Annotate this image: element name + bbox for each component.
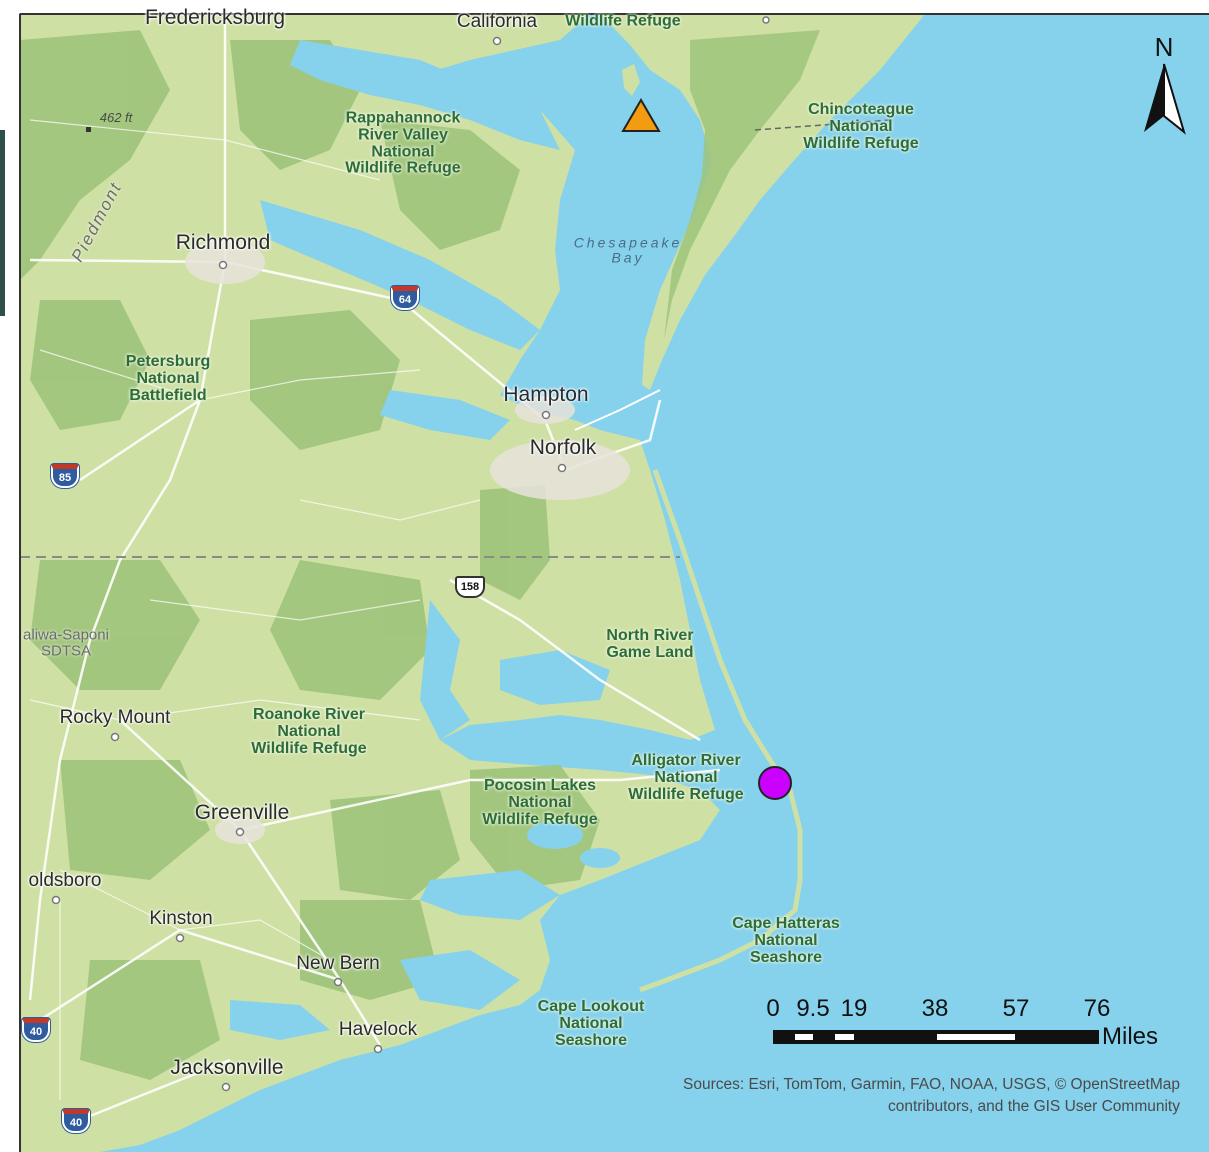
label-chesapeake-bay: Chesapeake Bay bbox=[573, 234, 683, 265]
rivers bbox=[230, 40, 610, 1040]
page-margin-top bbox=[0, 0, 1209, 13]
left-edge-strip bbox=[0, 130, 5, 316]
label-greenville: Greenville bbox=[194, 800, 290, 824]
delmarva-peninsula bbox=[600, 14, 925, 390]
north-arrow-letter: N bbox=[1154, 32, 1174, 62]
label-north-river: North River Game Land bbox=[606, 627, 694, 661]
label-pocosin: Pocosin Lakes National Wildlife Refuge bbox=[482, 776, 598, 828]
label-cape-hatteras: Cape Hatteras National Seashore bbox=[732, 914, 840, 966]
label-rappahannock: Rappahannock River Valley National Wildl… bbox=[345, 109, 461, 177]
attribution: Sources: Esri, TomTom, Garmin, FAO, NOAA… bbox=[640, 1074, 1180, 1119]
label-california: California bbox=[456, 11, 538, 33]
minor-roads bbox=[29, 119, 481, 1100]
label-jacksonville: Jacksonville bbox=[170, 1055, 284, 1079]
us-158-shield: 158 bbox=[455, 576, 485, 598]
interstate-85-shield: 85 bbox=[51, 464, 79, 488]
scale-tick-9-5: 9.5 bbox=[796, 995, 830, 1022]
elevation-point bbox=[86, 127, 91, 132]
label-wildlife-refuge-top: Wildlife Refuge bbox=[565, 12, 681, 30]
scale-tick-38: 38 bbox=[921, 995, 949, 1022]
label-norfolk: Norfolk bbox=[529, 435, 597, 459]
scale-bar: 0 9.5 19 38 57 76 Miles bbox=[766, 995, 1170, 1055]
bay-island bbox=[622, 64, 640, 96]
label-haliwa-saponi: aliwa-Saponi SDTSA bbox=[23, 626, 109, 659]
label-cape-lookout: Cape Lookout National Seashore bbox=[537, 997, 645, 1049]
scale-tick-0: 0 bbox=[766, 995, 780, 1022]
city-dots bbox=[51, 16, 770, 1092]
interstate-40-shield-west: 40 bbox=[22, 1018, 50, 1042]
scale-tick-19: 19 bbox=[840, 995, 868, 1022]
forest-areas bbox=[20, 30, 600, 1080]
outer-banks bbox=[639, 469, 803, 993]
circle-marker[interactable] bbox=[758, 766, 792, 800]
delmarva-forest bbox=[664, 30, 820, 340]
attribution-line-1: Sources: Esri, TomTom, Garmin, FAO, NOAA… bbox=[683, 1076, 1180, 1093]
roads bbox=[28, 20, 721, 1122]
label-goldsboro: oldsboro bbox=[28, 870, 102, 892]
label-elevation: 462 ft bbox=[99, 110, 133, 126]
triangle-marker[interactable] bbox=[621, 98, 661, 132]
label-richmond: Richmond bbox=[175, 230, 271, 254]
interstate-40-shield-south: 40 bbox=[62, 1109, 90, 1133]
north-arrow-icon bbox=[1144, 63, 1186, 135]
scale-bar-graphic bbox=[773, 1030, 1099, 1044]
interstate-64-shield: 64 bbox=[391, 286, 419, 310]
lakes bbox=[527, 821, 620, 868]
bridge-tunnel bbox=[574, 389, 661, 431]
attribution-line-2: contributors, and the GIS User Community bbox=[887, 1098, 1180, 1116]
label-kinston: Kinston bbox=[149, 908, 213, 930]
scale-unit-label: Miles bbox=[1102, 1023, 1159, 1050]
label-fredericksburg: Fredericksburg bbox=[144, 5, 286, 29]
label-havelock: Havelock bbox=[338, 1019, 418, 1041]
scale-tick-57: 57 bbox=[1002, 995, 1030, 1022]
label-alligator: Alligator River National Wildlife Refuge bbox=[628, 751, 744, 803]
label-roanoke: Roanoke River National Wildlife Refuge bbox=[251, 705, 367, 757]
label-petersburg: Petersburg National Battlefield bbox=[125, 352, 211, 404]
label-chincoteague: Chincoteague National Wildlife Refuge bbox=[803, 100, 919, 152]
state-border-north bbox=[754, 119, 891, 131]
scale-tick-76: 76 bbox=[1083, 995, 1111, 1022]
label-hampton: Hampton bbox=[503, 382, 589, 406]
label-rocky-mount: Rocky Mount bbox=[59, 707, 171, 729]
label-new-bern: New Bern bbox=[296, 953, 380, 975]
